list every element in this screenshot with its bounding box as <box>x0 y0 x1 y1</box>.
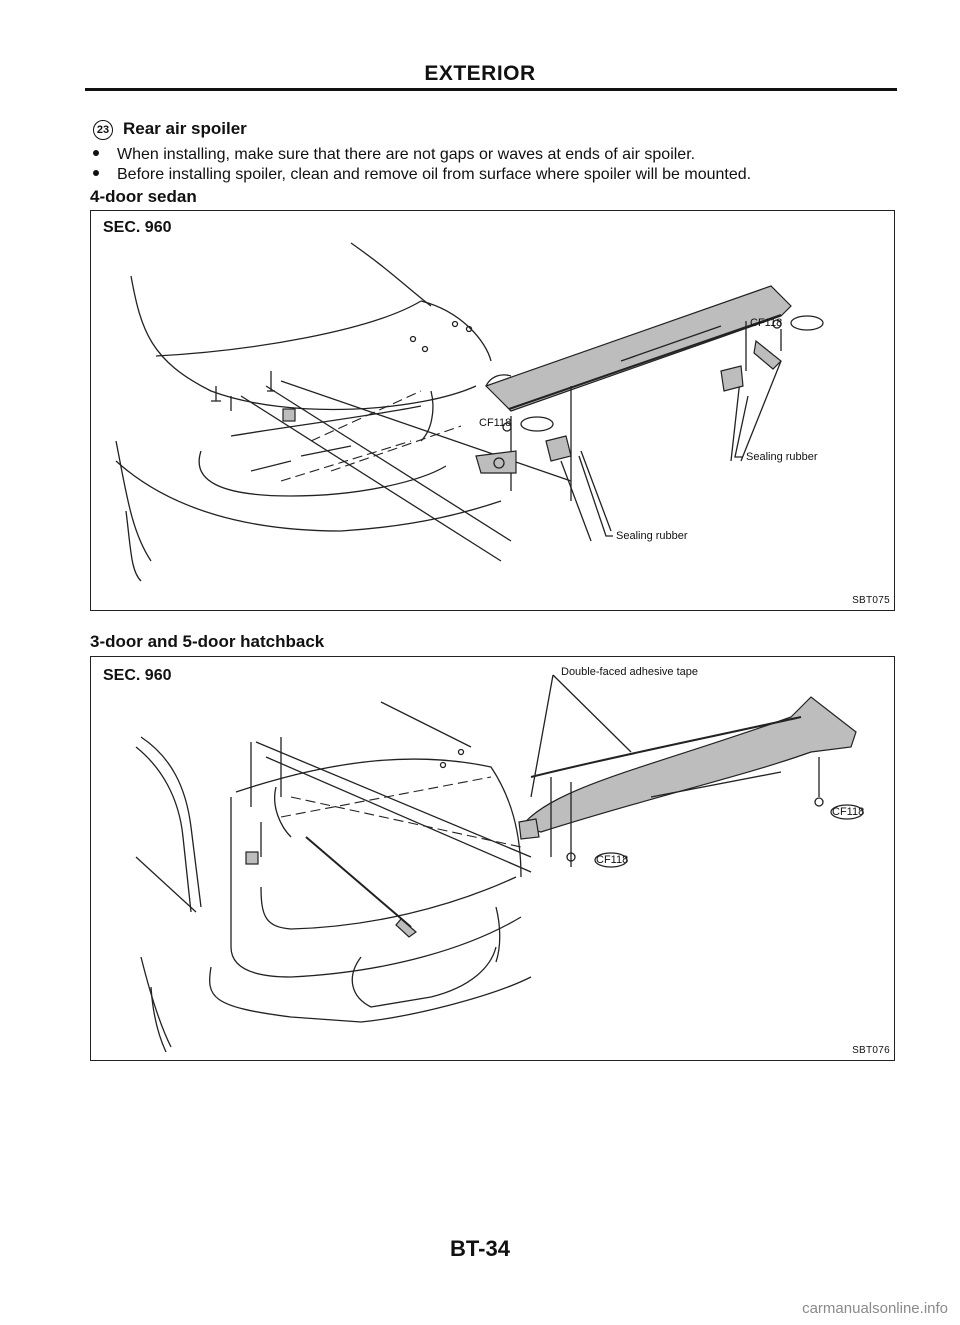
figure-section-label: SEC. 960 <box>103 667 172 684</box>
figure-code: SBT075 <box>852 595 890 606</box>
sedan-spoiler-diagram <box>115 242 824 582</box>
clip-label: CF118 <box>596 854 629 866</box>
figure-hatchback: SEC. 960 <box>90 656 895 1061</box>
clip-label: CF118 <box>750 317 783 329</box>
header-rule <box>85 88 897 91</box>
callout-adhesive-tape: Double-faced adhesive tape <box>561 666 698 678</box>
bullet-text: When installing, make sure that there ar… <box>117 146 696 163</box>
figure-code: SBT076 <box>852 1045 890 1056</box>
section-heading: 23 Rear air spoiler <box>93 119 247 140</box>
watermark: carmanualsonline.info <box>802 1300 948 1317</box>
callout-sealing-rubber: Sealing rubber <box>746 451 818 463</box>
section-title: Rear air spoiler <box>123 119 247 138</box>
figure-section-label: SEC. 960 <box>103 219 172 236</box>
bullet-item: Before installing spoiler, clean and rem… <box>93 166 751 184</box>
bullet-item: When installing, make sure that there ar… <box>93 146 695 164</box>
figure-sedan: SEC. 960 <box>90 210 895 611</box>
figure-heading-sedan: 4-door sedan <box>90 187 197 206</box>
callout-sealing-rubber: Sealing rubber <box>616 530 688 542</box>
section-number: 23 <box>93 119 113 140</box>
bullet-icon <box>93 149 99 156</box>
clip-label: CF118 <box>832 806 865 818</box>
clip-label: CF118 <box>479 417 512 429</box>
hatchback-spoiler-diagram <box>135 674 864 1053</box>
page-header-title: EXTERIOR <box>424 62 536 85</box>
bullet-text: Before installing spoiler, clean and rem… <box>117 166 752 183</box>
bullet-icon <box>93 169 99 176</box>
figure-heading-hatchback: 3-door and 5-door hatchback <box>90 632 325 651</box>
page-number: BT-34 <box>450 1236 510 1261</box>
